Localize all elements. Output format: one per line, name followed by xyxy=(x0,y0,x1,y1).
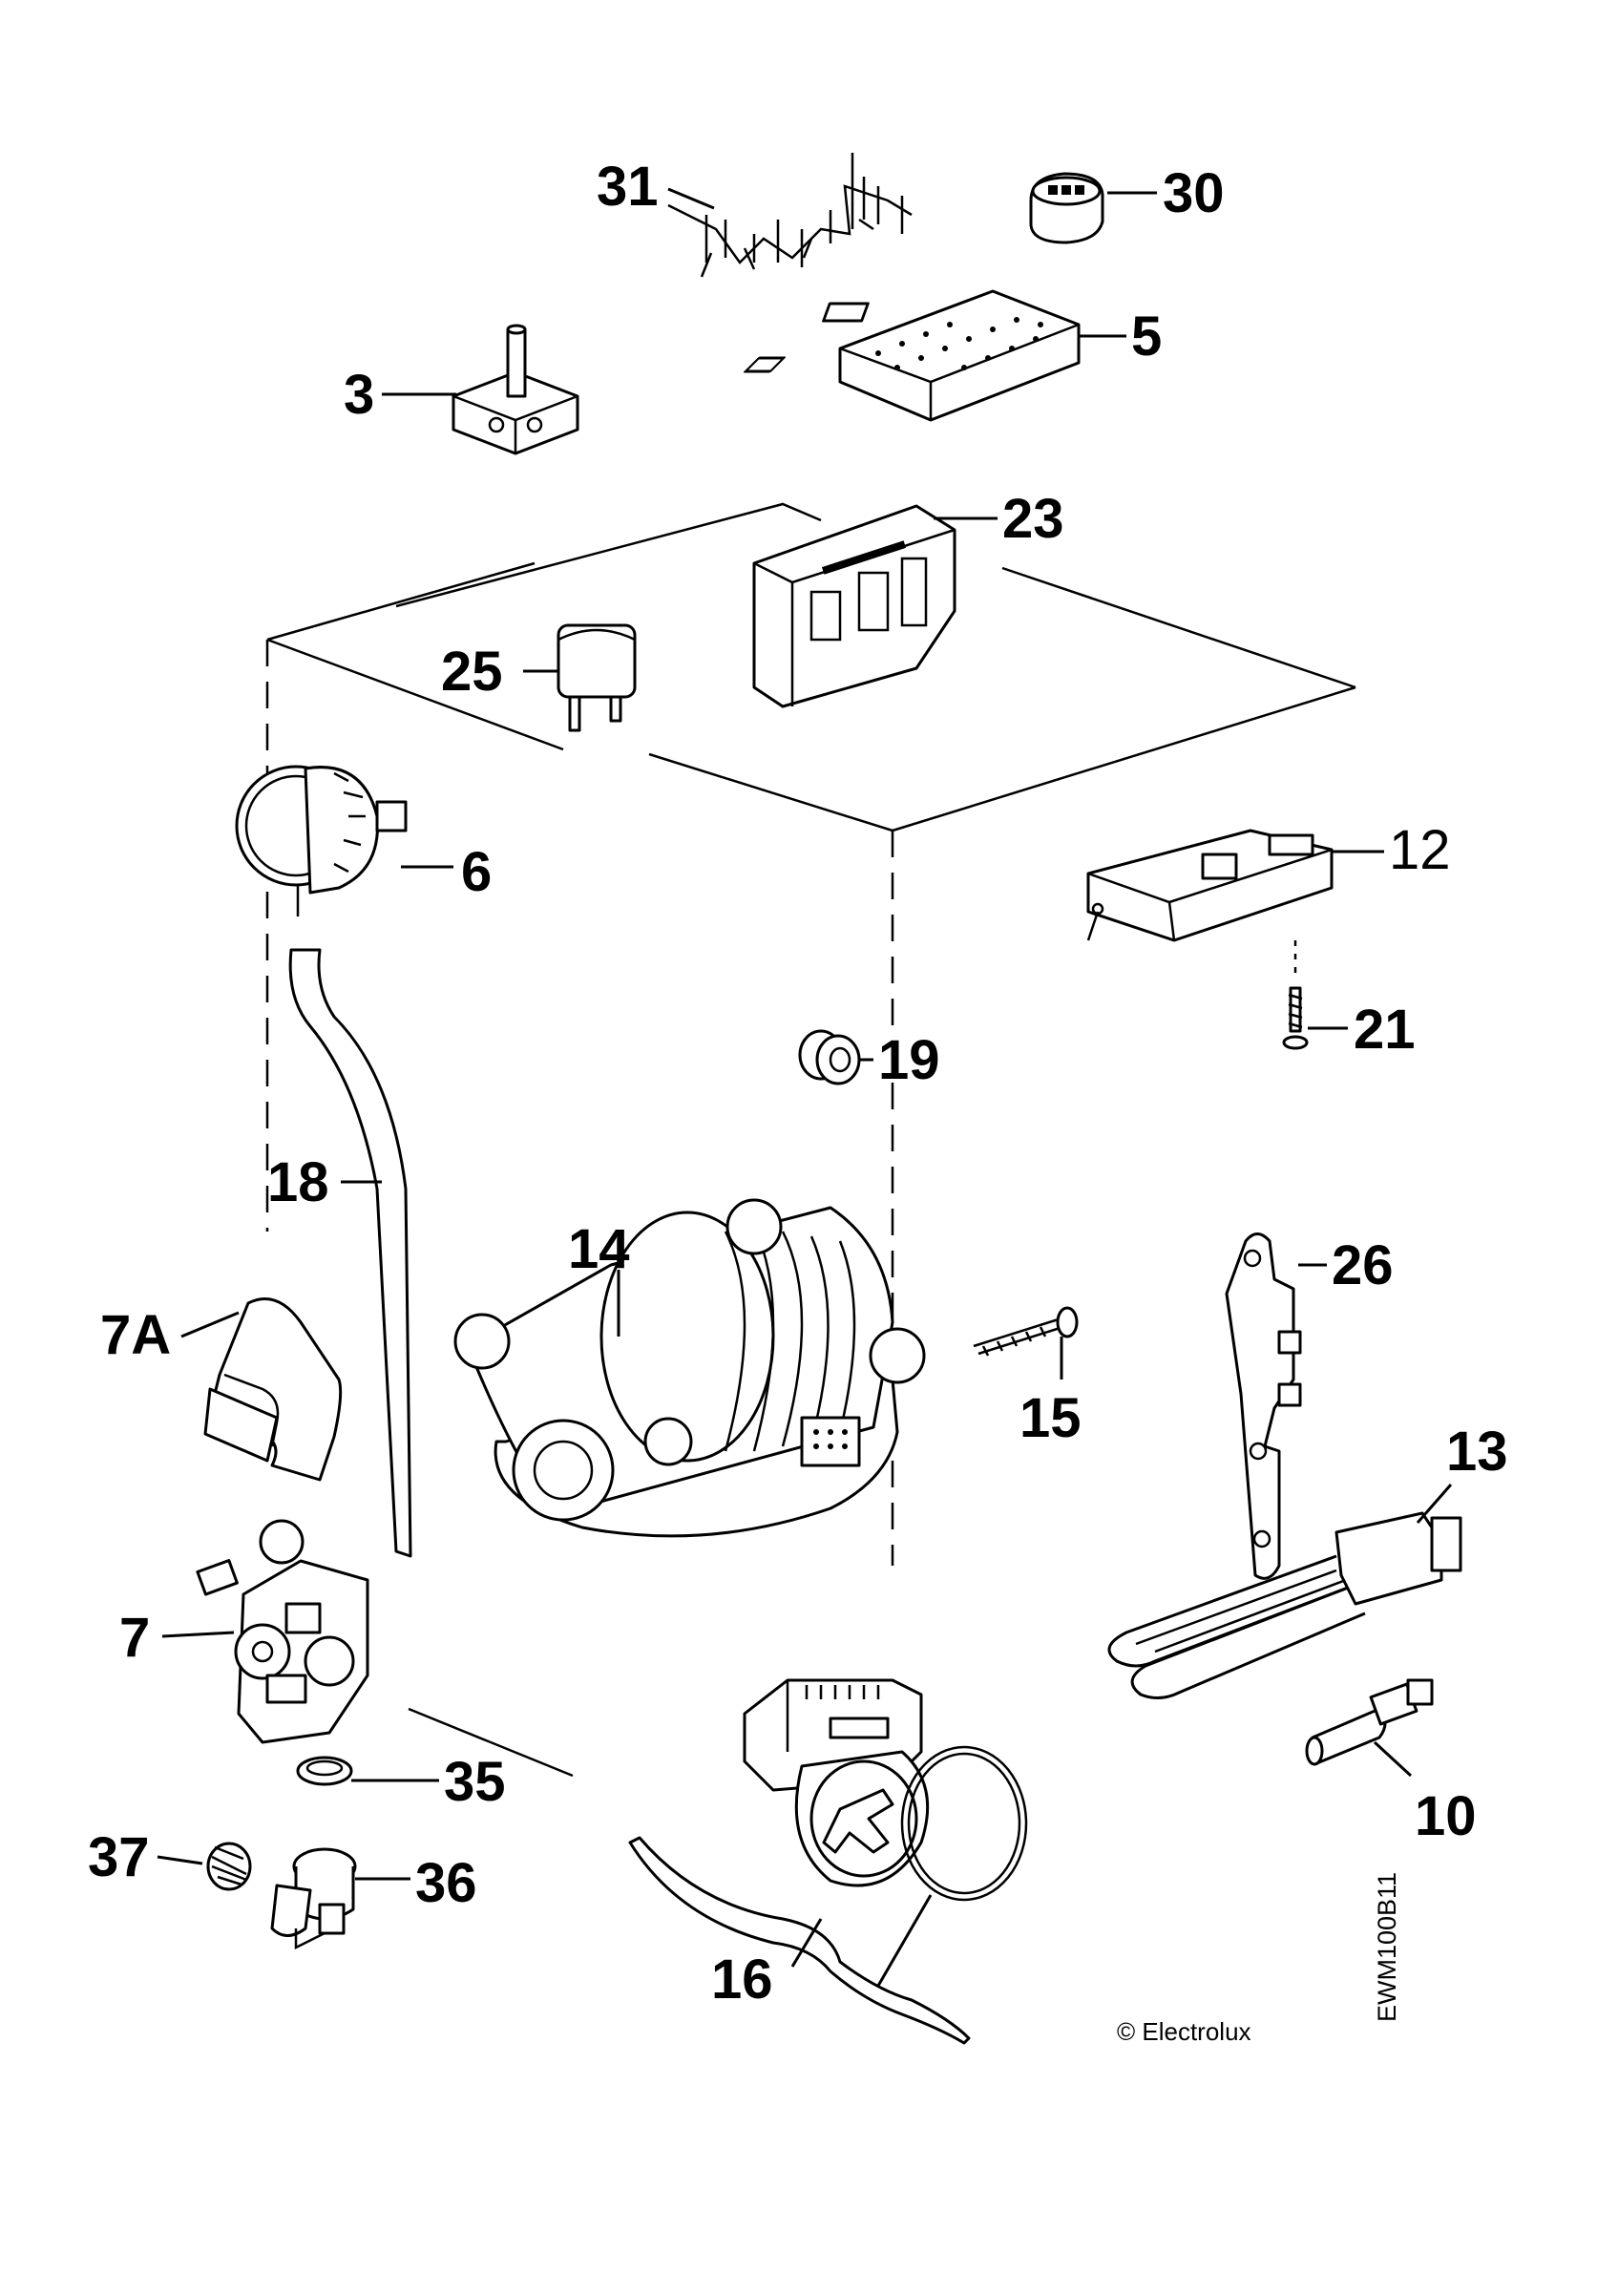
part-13-heating-element xyxy=(1107,1511,1462,1699)
label-12: 12 xyxy=(1389,819,1451,881)
label-7A: 7A xyxy=(100,1304,171,1366)
part-16-drain-pump xyxy=(628,1678,1028,2045)
part-15-bolt xyxy=(973,1306,1079,1357)
part-14-motor xyxy=(453,1198,926,1538)
label-37: 37 xyxy=(88,1826,150,1888)
label-3: 3 xyxy=(344,364,374,426)
label-15: 15 xyxy=(1019,1387,1082,1449)
label-36: 36 xyxy=(415,1852,477,1914)
part-3-selector-switch xyxy=(452,324,579,455)
label-21: 21 xyxy=(1354,999,1416,1061)
label-26: 26 xyxy=(1332,1234,1394,1296)
part-5-electronic-board xyxy=(743,289,1081,422)
part-7A-cover xyxy=(203,1297,343,1482)
copyright-text: © Electrolux xyxy=(1117,2017,1251,2046)
part-7-solenoid-valve xyxy=(196,1519,369,1744)
part-30-filter xyxy=(1029,172,1104,244)
part-36-drain-connector xyxy=(270,1847,357,1950)
part-6-pressure-switch xyxy=(235,765,408,916)
drawing-code: EWM100B11 xyxy=(1373,1872,1401,2022)
label-13: 13 xyxy=(1446,1421,1508,1483)
label-5: 5 xyxy=(1131,305,1162,368)
label-14: 14 xyxy=(568,1218,630,1280)
part-26-sensor-bracket xyxy=(1225,1232,1302,1580)
label-31: 31 xyxy=(597,156,659,218)
label-18: 18 xyxy=(267,1151,329,1213)
part-10-sensor xyxy=(1305,1678,1434,1766)
part-35-ring xyxy=(296,1756,353,1786)
part-21-screw xyxy=(1282,940,1309,1050)
leader-lines xyxy=(157,187,1453,1987)
part-37-filter xyxy=(206,1842,252,1891)
part-23-control-module xyxy=(752,504,956,708)
label-16: 16 xyxy=(711,1948,773,2011)
label-6: 6 xyxy=(461,841,492,903)
label-23: 23 xyxy=(1002,488,1064,550)
part-labels: 31 30 5 3 23 25 6 12 21 19 18 14 26 7A 1… xyxy=(88,156,1508,2011)
label-30: 30 xyxy=(1163,162,1225,224)
label-35: 35 xyxy=(444,1751,506,1813)
label-25: 25 xyxy=(441,641,503,703)
part-31-wiring-harness xyxy=(667,153,913,278)
part-18-hose xyxy=(288,948,412,1558)
label-19: 19 xyxy=(878,1029,940,1091)
part-12-door-lock xyxy=(1086,829,1334,942)
part-25-relay xyxy=(557,623,637,732)
label-7: 7 xyxy=(119,1607,150,1669)
label-10: 10 xyxy=(1415,1785,1477,1847)
part-19-bump-stop xyxy=(798,1029,861,1085)
